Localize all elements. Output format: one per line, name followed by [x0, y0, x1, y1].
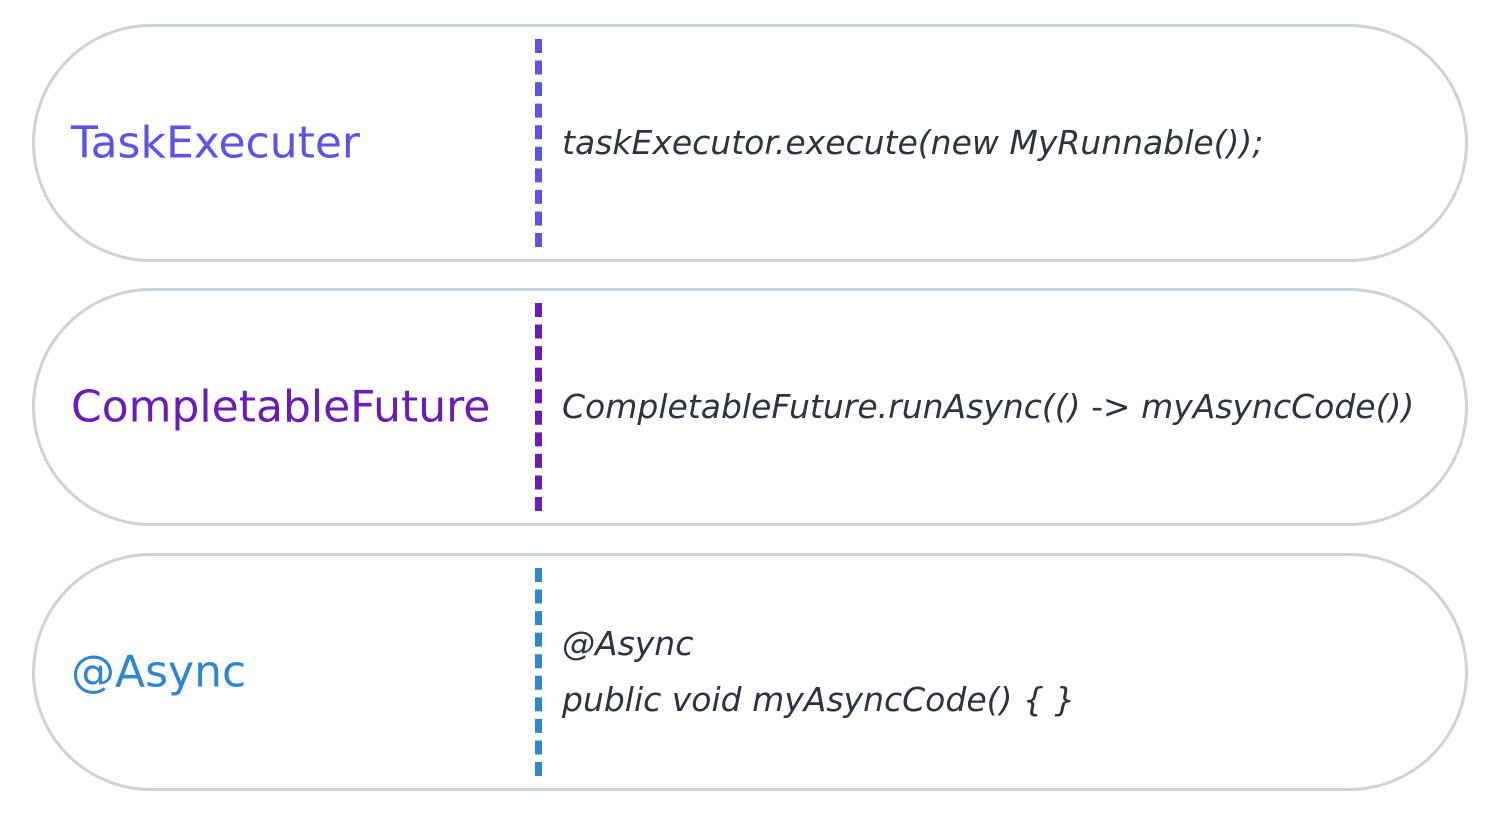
code-line: taskExecutor.execute(new MyRunnable());: [562, 123, 1264, 162]
code-line: CompletableFuture.runAsync(() -> myAsync…: [562, 387, 1415, 426]
row-task-executer: TaskExecuter taskExecutor.execute(new My…: [32, 24, 1468, 262]
row-title: CompletableFuture: [71, 381, 491, 433]
dashed-divider: [535, 568, 542, 776]
code-snippet: CompletableFuture.runAsync(() -> myAsync…: [562, 379, 1414, 435]
row-completable-future: CompletableFuture CompletableFuture.runA…: [32, 288, 1468, 526]
row-async-annotation: @Async @Async public void myAsyncCode() …: [32, 553, 1468, 791]
row-title: TaskExecuter: [71, 117, 361, 169]
code-line: @Async: [562, 624, 694, 663]
dashed-divider: [535, 39, 542, 247]
code-snippet: @Async public void myAsyncCode() { }: [562, 616, 1075, 728]
code-snippet: taskExecutor.execute(new MyRunnable());: [562, 115, 1263, 171]
dashed-divider: [535, 303, 542, 511]
row-title: @Async: [71, 646, 247, 698]
code-line: public void myAsyncCode() { }: [562, 680, 1076, 719]
